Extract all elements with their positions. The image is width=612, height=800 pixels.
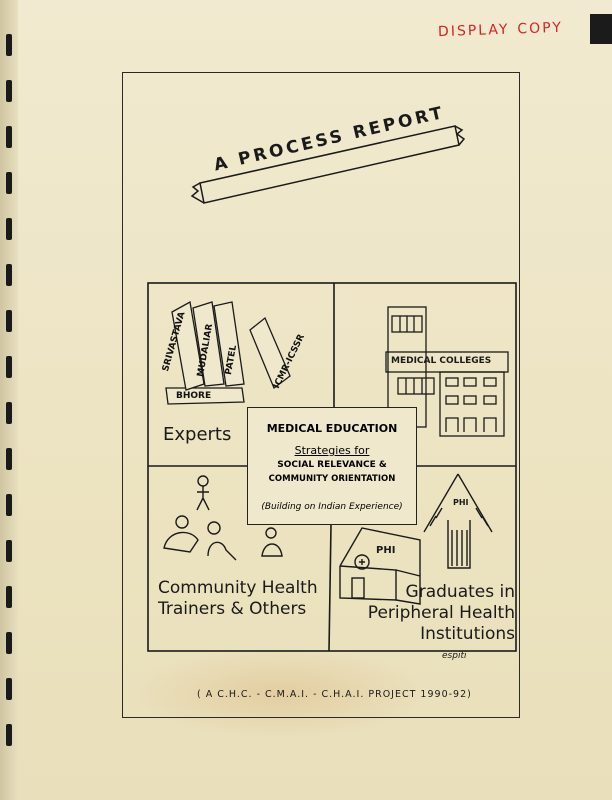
binding-ring [6,172,12,194]
experts-label: Experts [163,424,232,445]
center-line-building: (Building on Indian Experience) [261,502,403,512]
phi-hut [423,473,493,569]
binding-ring [6,34,12,56]
binding-spine [0,0,18,800]
quadrant-grid [147,282,517,652]
center-subheading: Strategies for [294,444,370,457]
binding-ring [6,632,12,654]
project-footer: ( A C.H.C. - C.M.A.I. - C.H.A.I. PROJECT… [197,689,472,700]
cover-frame [122,72,520,718]
paper-stain [130,648,430,738]
phi-building-sign: PHI [376,545,396,556]
binding-ring [6,126,12,148]
books-stack [165,300,291,405]
binding-ring [6,218,12,240]
binding-ring [6,540,12,562]
binding-ring [6,494,12,516]
binding-ring [6,678,12,700]
community-people [163,475,283,561]
binding-ring [6,356,12,378]
medical-college-buildings [385,306,509,437]
center-title-box: MEDICAL EDUCATION Strategies for SOCIAL … [247,407,417,525]
center-heading: MEDICAL EDUCATION [266,422,398,435]
base-book-label: BHORE [176,391,212,401]
binding-ring [6,264,12,286]
corner-tab [590,14,612,44]
binding-ring [6,448,12,470]
binding-ring [6,310,12,332]
community-label: Community Health Trainers & Others [158,578,318,619]
phi-building [339,527,421,605]
binding-ring [6,402,12,424]
binding-ring [6,80,12,102]
banner-ribbon [190,125,466,204]
center-line-community: COMMUNITY ORIENTATION [268,474,396,484]
artist-signature: espiti [442,651,467,661]
binding-ring [6,724,12,746]
binding-ring [6,586,12,608]
phi-hut-sign: PHI [453,498,469,507]
medical-colleges-sign: MEDICAL COLLEGES [391,356,492,366]
center-line-social: SOCIAL RELEVANCE & [277,460,387,470]
graduates-label: Graduates in Peripheral Health Instituti… [367,582,515,644]
